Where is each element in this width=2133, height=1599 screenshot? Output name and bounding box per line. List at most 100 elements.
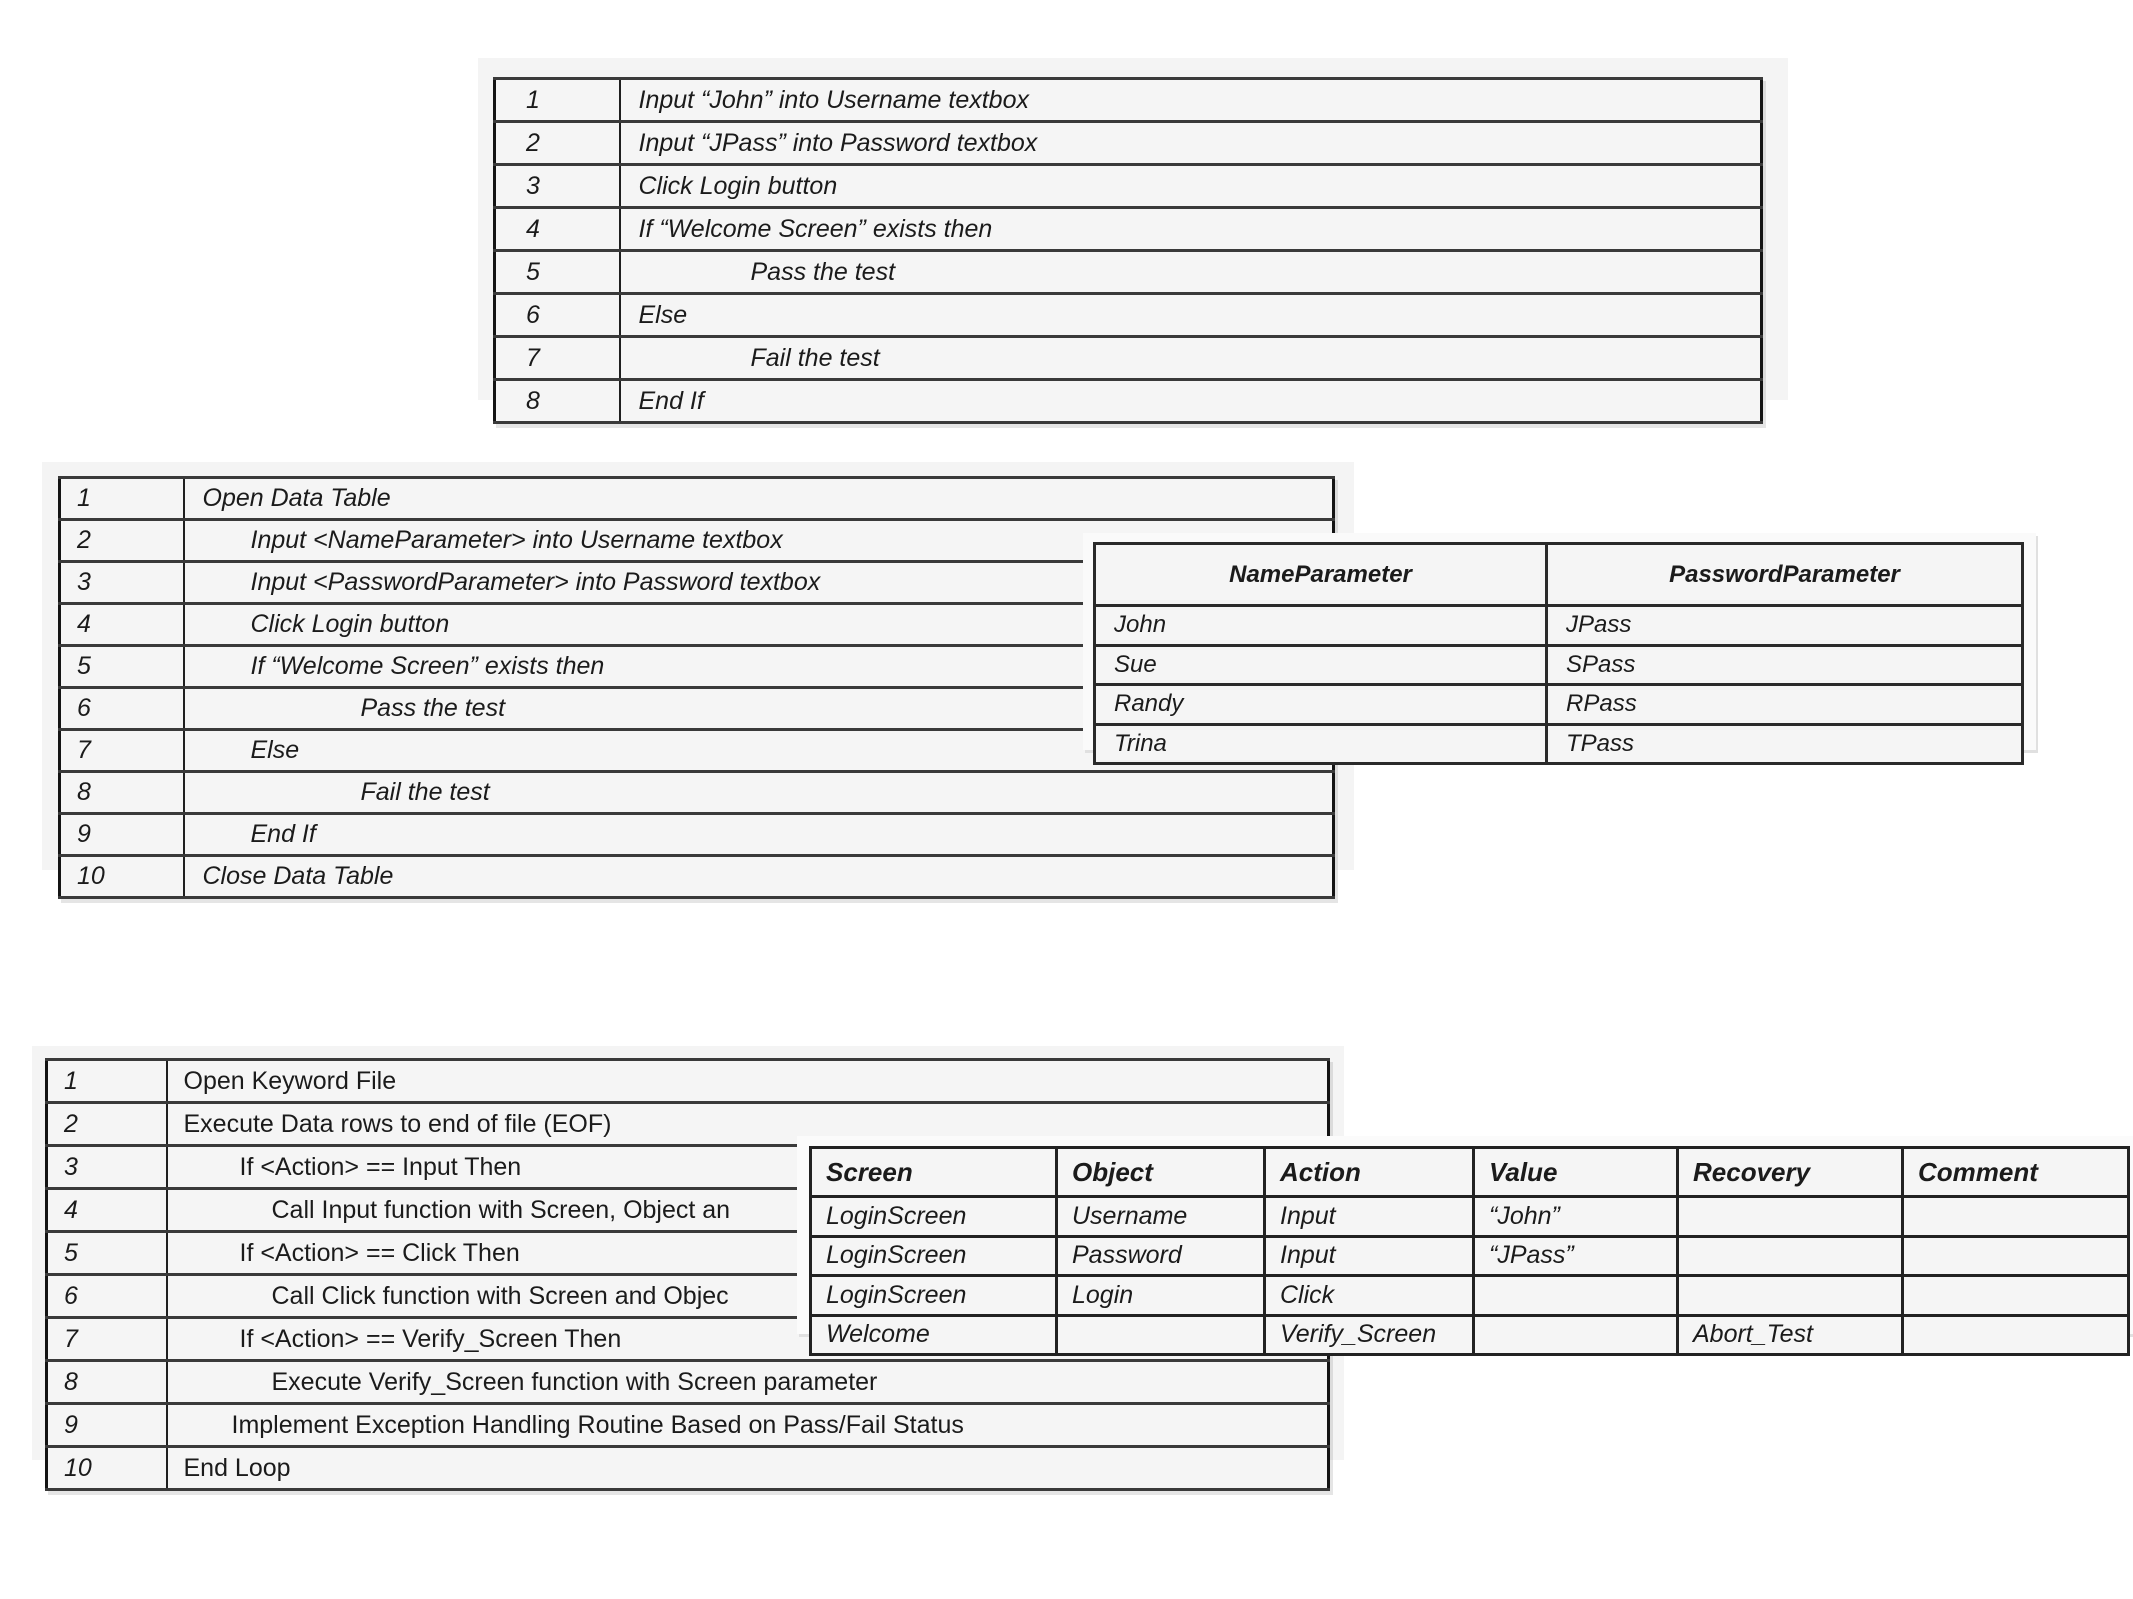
step-number: 5: [58, 644, 185, 689]
header-value: Value: [1472, 1146, 1679, 1198]
header-screen: Screen: [809, 1146, 1058, 1198]
header-object: Object: [1055, 1146, 1266, 1198]
step-text: Else: [618, 292, 1763, 338]
action-cell: Verify_Screen: [1263, 1313, 1475, 1356]
step-number: 6: [58, 686, 185, 731]
action-cell: Input: [1263, 1195, 1475, 1238]
name-cell: Randy: [1093, 683, 1548, 726]
step-text: Input “JPass” into Password textbox: [618, 120, 1763, 166]
comment-cell: [1901, 1195, 2130, 1238]
value-cell: [1472, 1274, 1679, 1317]
comment-cell: [1901, 1274, 2130, 1317]
name-cell: Sue: [1093, 643, 1548, 686]
screen-cell: LoginScreen: [809, 1234, 1058, 1277]
header-recovery: Recovery: [1676, 1146, 1904, 1198]
step-number: 3: [493, 163, 621, 209]
table-row: LoginScreen Username Input “John”: [809, 1195, 2130, 1238]
table-header-row: NameParameter PasswordParameter: [1093, 542, 2024, 607]
header-passwordparameter: PasswordParameter: [1545, 542, 2024, 607]
table-row: LoginScreen Password Input “JPass”: [809, 1234, 2130, 1277]
screen-cell: LoginScreen: [809, 1274, 1058, 1317]
step-number: 9: [58, 812, 185, 857]
password-cell: SPass: [1545, 643, 2024, 686]
table-row: LoginScreen Login Click: [809, 1274, 2130, 1317]
step-number: 3: [58, 560, 185, 605]
recovery-cell: [1676, 1234, 1904, 1277]
step-number: 6: [493, 292, 621, 338]
step-text: Implement Exception Handling Routine Bas…: [165, 1402, 1330, 1448]
comment-cell: [1901, 1234, 2130, 1277]
step-text: Fail the test: [182, 770, 1335, 815]
step-text: Input “John” into Username textbox: [618, 77, 1763, 123]
header-action: Action: [1263, 1146, 1475, 1198]
keyword-file-table: Screen Object Action Value Recovery Comm…: [809, 1146, 2130, 1356]
step-number: 10: [58, 854, 185, 899]
step-text: End If: [182, 812, 1335, 857]
step-text: Fail the test: [618, 335, 1763, 381]
name-cell: John: [1093, 604, 1548, 647]
step-number: 3: [45, 1144, 168, 1190]
step-number: 8: [58, 770, 185, 815]
step-number: 7: [58, 728, 185, 773]
step-number: 10: [45, 1445, 168, 1491]
comment-cell: [1901, 1313, 2130, 1356]
step-number: 5: [45, 1230, 168, 1276]
step-number: 8: [45, 1359, 168, 1405]
step-text: End Loop: [165, 1445, 1330, 1491]
step-number: 1: [493, 77, 621, 123]
step-text: Pass the test: [618, 249, 1763, 295]
action-cell: Click: [1263, 1274, 1475, 1317]
step-number: 2: [45, 1101, 168, 1147]
step-text: Close Data Table: [182, 854, 1335, 899]
table-header-row: Screen Object Action Value Recovery Comm…: [809, 1146, 2130, 1198]
step-number: 1: [58, 476, 185, 521]
table-row: Welcome Verify_Screen Abort_Test: [809, 1313, 2130, 1356]
step-number: 4: [45, 1187, 168, 1233]
screen-cell: Welcome: [809, 1313, 1058, 1356]
object-cell: Username: [1055, 1195, 1266, 1238]
step-text: Click Login button: [618, 163, 1763, 209]
step-number: 2: [58, 518, 185, 563]
step-text: Open Data Table: [182, 476, 1335, 521]
header-comment: Comment: [1901, 1146, 2130, 1198]
object-cell: Login: [1055, 1274, 1266, 1317]
step-number: 2: [493, 120, 621, 166]
step-number: 7: [493, 335, 621, 381]
step-number: 5: [493, 249, 621, 295]
password-cell: TPass: [1545, 722, 2024, 765]
step-number: 4: [58, 602, 185, 647]
password-cell: RPass: [1545, 683, 2024, 726]
value-cell: “JPass”: [1472, 1234, 1679, 1277]
step-number: 9: [45, 1402, 168, 1448]
object-cell: Password: [1055, 1234, 1266, 1277]
step-number: 1: [45, 1058, 168, 1104]
step-number: 4: [493, 206, 621, 252]
step-text: Open Keyword File: [165, 1058, 1330, 1104]
recovery-cell: Abort_Test: [1676, 1313, 1904, 1356]
value-cell: “John”: [1472, 1195, 1679, 1238]
screen-cell: LoginScreen: [809, 1195, 1058, 1238]
step-text: Execute Data rows to end of file (EOF): [165, 1101, 1330, 1147]
action-cell: Input: [1263, 1234, 1475, 1277]
value-cell: [1472, 1313, 1679, 1356]
step-number: 7: [45, 1316, 168, 1362]
